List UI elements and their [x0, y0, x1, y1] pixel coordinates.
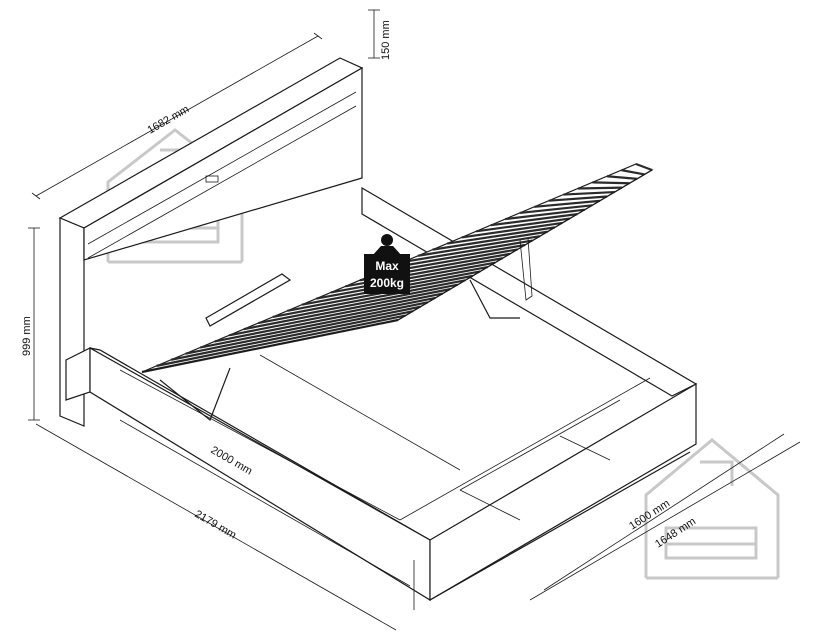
house-sofa-icon: [644, 438, 780, 580]
slat: [243, 288, 451, 331]
slat: [490, 213, 578, 227]
slat: [505, 208, 585, 221]
slat: [577, 186, 623, 190]
dim-headboard-extra: 150 mm: [380, 20, 392, 60]
dim-headboard-width: 1682 mm: [146, 103, 192, 136]
slat: [461, 221, 563, 239]
dimension-lines: [28, 9, 801, 631]
slat: [330, 261, 496, 294]
slat: [185, 305, 421, 355]
slat: [606, 175, 638, 180]
slat: [548, 195, 608, 202]
slat: [272, 279, 466, 319]
slat: [635, 162, 653, 172]
slat: [228, 292, 444, 337]
slat: [534, 199, 600, 208]
load-badge: Max 200kg: [364, 234, 410, 294]
slat: [519, 204, 593, 215]
slat: [199, 301, 429, 349]
slat: [417, 235, 541, 257]
slat: [258, 283, 458, 325]
slat: [621, 169, 645, 176]
bed-frame: [65, 186, 698, 610]
slat: [403, 239, 533, 263]
slat: [156, 314, 406, 367]
slat: [388, 243, 526, 270]
dim-height: 999 mm: [21, 316, 33, 356]
slats: [141, 162, 653, 374]
slat: [563, 190, 615, 196]
slat: [592, 181, 630, 185]
slat: [446, 226, 556, 245]
slat: [432, 230, 548, 251]
slat: [214, 296, 436, 343]
load-badge-line2: 200kg: [370, 276, 404, 290]
slat: [170, 310, 414, 361]
dim-total-length: 2179 mm: [193, 508, 239, 541]
load-badge-line1: Max: [375, 259, 399, 273]
slat: [476, 217, 570, 233]
socket-icon: [205, 175, 219, 183]
